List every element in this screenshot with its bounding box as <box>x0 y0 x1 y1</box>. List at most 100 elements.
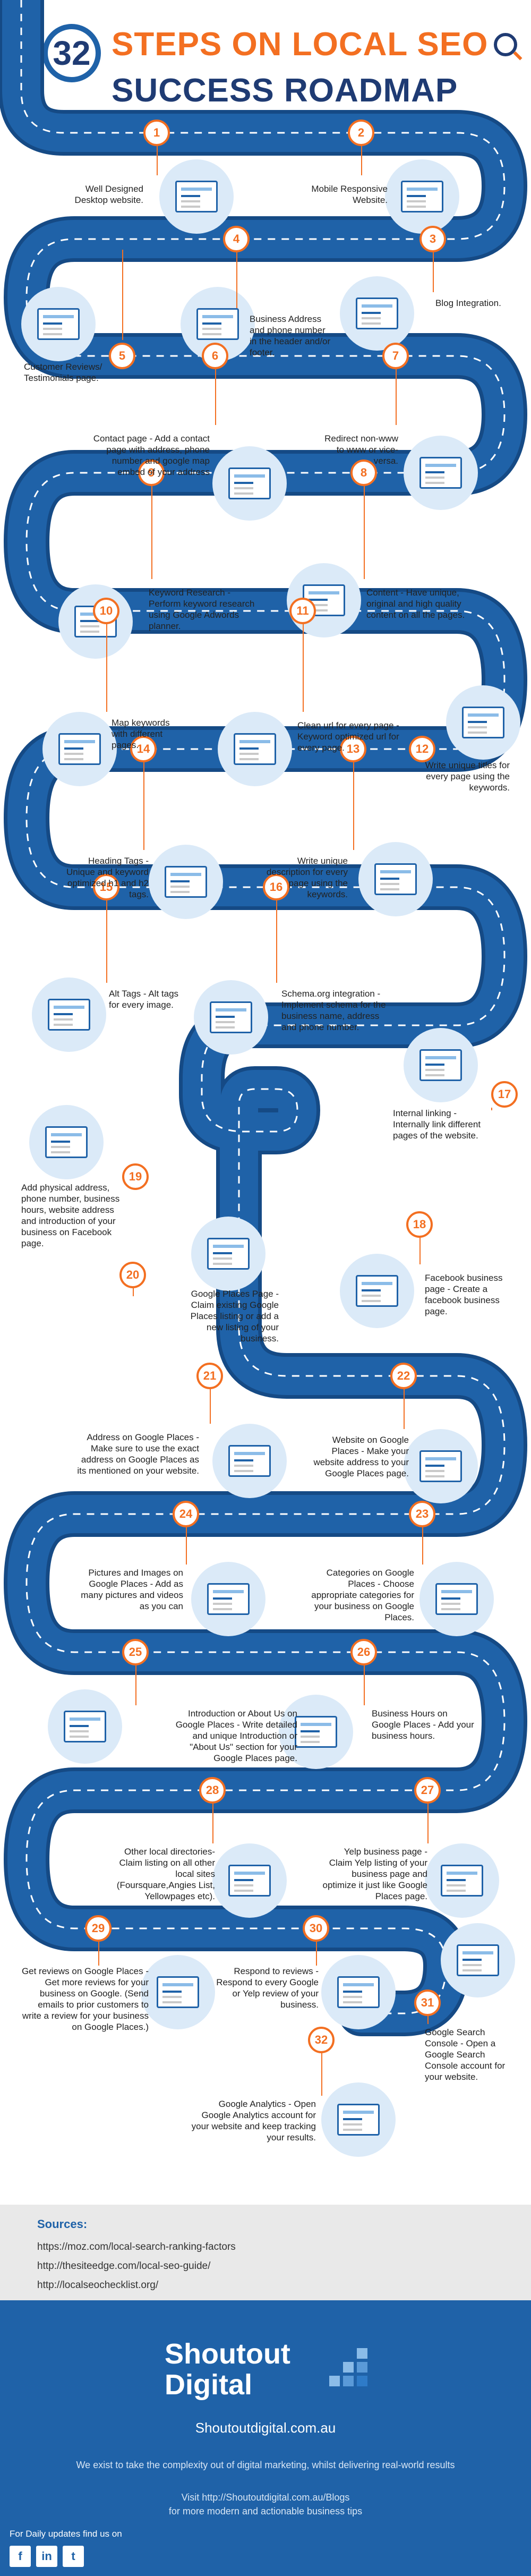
illustration-screen-icon <box>207 1583 250 1615</box>
step-illustration <box>419 1562 494 1636</box>
step-illustration <box>29 1105 104 1179</box>
illustration-screen-icon <box>419 1049 462 1081</box>
step-description: Google Analytics - Open Google Analytics… <box>191 2099 316 2143</box>
step-description: Facebook business page - Create a facebo… <box>425 1273 503 1316</box>
step-leader-line <box>133 1288 134 1296</box>
step-marker: 18 <box>406 1211 433 1238</box>
step-leader-line <box>419 1238 421 1264</box>
step-leader-line <box>210 1389 211 1424</box>
twitter-icon[interactable]: t <box>63 2546 84 2567</box>
step-marker: 32 <box>308 2027 335 2053</box>
step-marker: 28 <box>199 1777 226 1804</box>
step-leader-line <box>157 146 158 175</box>
linkedin-icon[interactable]: in <box>36 2546 57 2567</box>
step-illustration <box>321 1955 396 2029</box>
roadmap-road <box>0 0 527 2036</box>
illustration-screen-icon <box>157 1976 199 2008</box>
step-marker: 3 <box>419 226 446 252</box>
step-marker: 6 <box>202 343 228 369</box>
sources-section: Sources: https://moz.com/local-search-ra… <box>0 2205 531 2300</box>
step-illustration <box>58 584 133 659</box>
step-marker: 7 <box>382 343 409 369</box>
step-illustration <box>149 845 223 919</box>
illustration-screen-icon <box>210 1001 252 1033</box>
step-illustration <box>279 1695 353 1769</box>
step-leader-line <box>353 762 354 850</box>
step-description: Business Hours on Google Places - Add yo… <box>372 1708 474 1741</box>
step-leader-line <box>433 252 434 292</box>
step-illustration <box>212 1843 287 1918</box>
social-links: f in t <box>10 2546 84 2567</box>
illustration-screen-icon <box>356 1275 398 1307</box>
step-description: Contact page - Add a contact page with a… <box>93 433 210 477</box>
step-marker: 2 <box>348 120 374 146</box>
illustration-screen-icon <box>401 181 443 212</box>
step-description: Website on Google Places - Make your web… <box>313 1435 409 1478</box>
step-marker: 14 <box>130 736 157 762</box>
blog-line[interactable]: Visit http://Shoutoutdigital.com.au/Blog… <box>181 2492 350 2503</box>
step-leader-line <box>303 624 304 712</box>
illustration-screen-icon <box>37 308 80 340</box>
source-link[interactable]: http://localseochecklist.org/ <box>37 2280 159 2291</box>
illustration-screen-icon <box>64 1711 106 1742</box>
facebook-icon[interactable]: f <box>10 2546 31 2567</box>
step-leader-line <box>276 900 277 983</box>
logo-text-line2: Digital <box>165 2369 253 2401</box>
step-leader-line <box>215 369 216 425</box>
step-illustration <box>340 1254 414 1328</box>
step-description: Address on Google Places - Make sure to … <box>77 1432 199 1476</box>
footer: Shoutout Digital Shoutoutdigital.com.au … <box>0 2300 531 2576</box>
step-description: Clean url for every page - Keyword optim… <box>297 720 399 753</box>
step-description: Internal linking - Internally link diffe… <box>393 1108 481 1141</box>
illustration-screen-icon <box>228 1445 271 1477</box>
step-marker: 29 <box>85 1915 112 1942</box>
illustration-screen-icon <box>175 181 218 212</box>
step-leader-line <box>98 1942 99 1966</box>
illustration-screen-icon <box>419 457 462 489</box>
step-description: Respond to reviews - Respond to every Go… <box>216 1966 319 2010</box>
shoutout-digital-logo[interactable]: Shoutout Digital <box>165 2337 377 2412</box>
social-label: For Daily updates find us on <box>10 2529 122 2539</box>
step-leader-line <box>427 2016 429 2024</box>
step-marker: 16 <box>263 874 289 900</box>
step-leader-line <box>361 146 362 175</box>
source-link[interactable]: https://moz.com/local-search-ranking-fac… <box>37 2241 236 2252</box>
step-leader-line <box>404 1389 405 1429</box>
illustration-screen-icon <box>457 1944 499 1976</box>
step-marker: 27 <box>414 1777 441 1804</box>
site-url[interactable]: Shoutoutdigital.com.au <box>195 2420 336 2436</box>
step-description: Yelp business page - Claim Yelp listing … <box>322 1847 427 1901</box>
step-marker: 11 <box>289 598 316 624</box>
step-description: Introduction or About Us on Google Place… <box>175 1708 297 1763</box>
step-description: Map keywords with different pages. <box>112 718 170 750</box>
step-marker: 20 <box>119 1262 146 1288</box>
title-line1: STEPS ON LOCAL SEO <box>112 26 489 63</box>
step-leader-line <box>236 252 237 308</box>
step-illustration <box>212 446 287 521</box>
step-leader-line <box>186 1527 187 1565</box>
step-leader-line <box>316 1942 317 1966</box>
step-description: Pictures and Images on Google Places - A… <box>81 1568 183 1611</box>
step-leader-line <box>151 486 152 579</box>
step-illustration <box>48 1689 122 1764</box>
step-marker: 1 <box>143 120 170 146</box>
step-description: Blog Integration. <box>435 298 501 308</box>
illustration-screen-icon <box>374 863 417 895</box>
step-illustration <box>181 287 255 361</box>
step-description: Well Designed Desktop website. <box>74 184 143 205</box>
step-description: Content - Have unique, original and high… <box>366 588 465 620</box>
step-marker: 22 <box>390 1363 417 1389</box>
illustration-screen-icon <box>207 1238 250 1270</box>
step-description: Write unique description for every page … <box>266 856 348 899</box>
step-illustration <box>321 2082 396 2157</box>
step-illustration <box>159 159 234 234</box>
step-marker: 5 <box>109 343 135 369</box>
step-marker: 23 <box>409 1501 435 1527</box>
source-link[interactable]: http://thesiteedge.com/local-seo-guide/ <box>37 2260 211 2272</box>
step-illustration <box>141 1955 215 2029</box>
illustration-screen-icon <box>228 1865 271 1897</box>
step-description: Mobile Responsive Website. <box>311 184 388 205</box>
step-illustration <box>191 1217 266 1291</box>
illustration-screen-icon <box>462 707 504 738</box>
step-illustration <box>212 1424 287 1498</box>
